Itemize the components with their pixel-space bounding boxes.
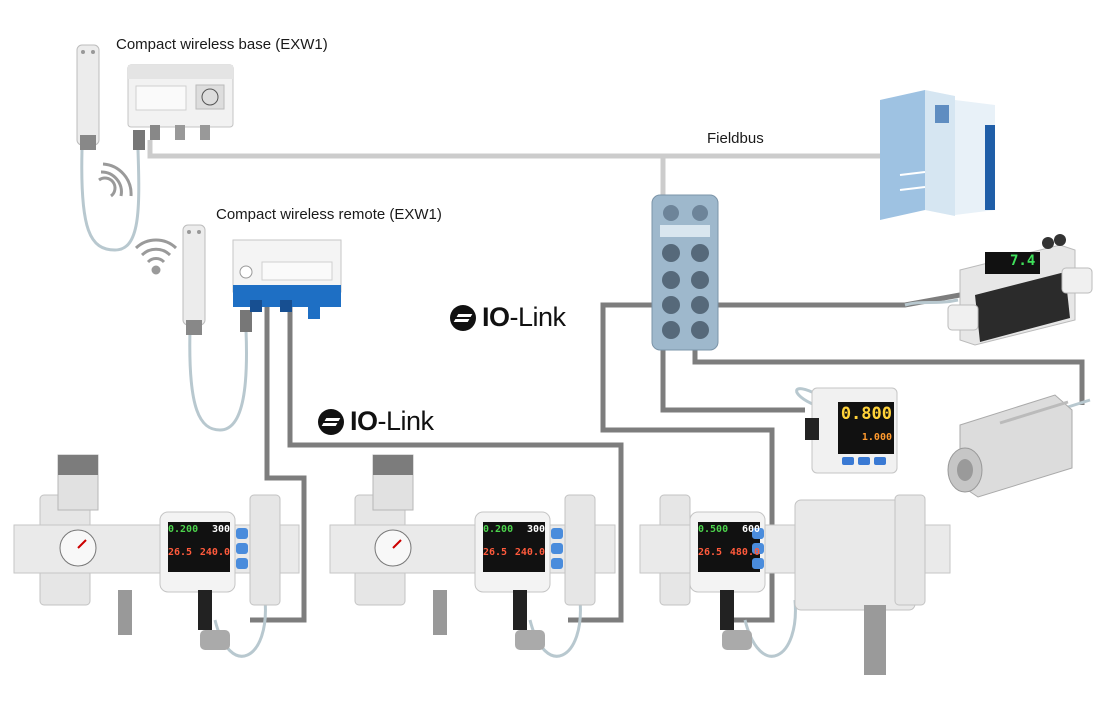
label-wireless-remote: Compact wireless remote (EXW1) (216, 206, 442, 223)
display-pressure: 600 (741, 524, 760, 535)
display-pressure: 300 (526, 524, 545, 535)
io-link-logo-icon (450, 304, 476, 331)
display-flow: 0.500 (698, 524, 729, 535)
io-link-logo-rest-2: -Link (377, 406, 435, 436)
display-accum: 240.0 (514, 547, 545, 558)
wireless-base-unit (127, 64, 234, 140)
wireless-remote-unit (232, 239, 342, 319)
pressure-main-value: 0.800 (840, 404, 892, 424)
display-temp: 26.5 (483, 547, 508, 558)
fluid-unit-2 (329, 454, 616, 650)
label-fieldbus: Fieldbus (707, 130, 764, 147)
io-link-logo: IO-Link (450, 302, 566, 333)
flow-switch-value: 7.4 (1010, 253, 1036, 269)
flow-switch (947, 234, 1093, 346)
sensor-display-1: 0.200 300 26.5 240.0 (168, 524, 230, 558)
antenna-base (76, 44, 145, 150)
plc-controller (880, 90, 995, 220)
display-accum: 480.0 (729, 547, 760, 558)
fluid-unit-3 (639, 494, 951, 675)
io-link-logo-icon-2 (318, 408, 344, 435)
sensor-display-3: 0.500 600 26.5 480.0 (698, 524, 760, 558)
display-flow: 0.200 (483, 524, 514, 535)
antenna-remote (182, 224, 252, 335)
pressure-switch-display: 0.800 1.000 (840, 404, 892, 443)
sensor-display-2: 0.200 300 26.5 240.0 (483, 524, 545, 558)
io-link-logo-rest: -Link (509, 302, 567, 332)
display-temp: 26.5 (168, 547, 193, 558)
fieldbus-line (147, 140, 880, 195)
display-temp: 26.5 (698, 547, 723, 558)
display-accum: 240.0 (199, 547, 230, 558)
fluid-unit-1 (13, 454, 300, 650)
display-flow: 0.200 (168, 524, 199, 535)
display-pressure: 300 (211, 524, 230, 535)
air-cylinder (947, 394, 1073, 498)
io-link-logo-bold-2: IO (350, 406, 378, 436)
wireless-signal-icon (98, 162, 133, 198)
label-wireless-base: Compact wireless base (EXW1) (116, 36, 328, 53)
pressure-sub-value: 1.000 (861, 432, 892, 443)
io-link-master (651, 194, 719, 351)
wireless-signal-icon-2 (134, 238, 178, 275)
pressure-switch (805, 387, 898, 474)
io-link-logo-bold: IO (482, 302, 510, 332)
io-link-logo-2: IO-Link (318, 406, 434, 437)
